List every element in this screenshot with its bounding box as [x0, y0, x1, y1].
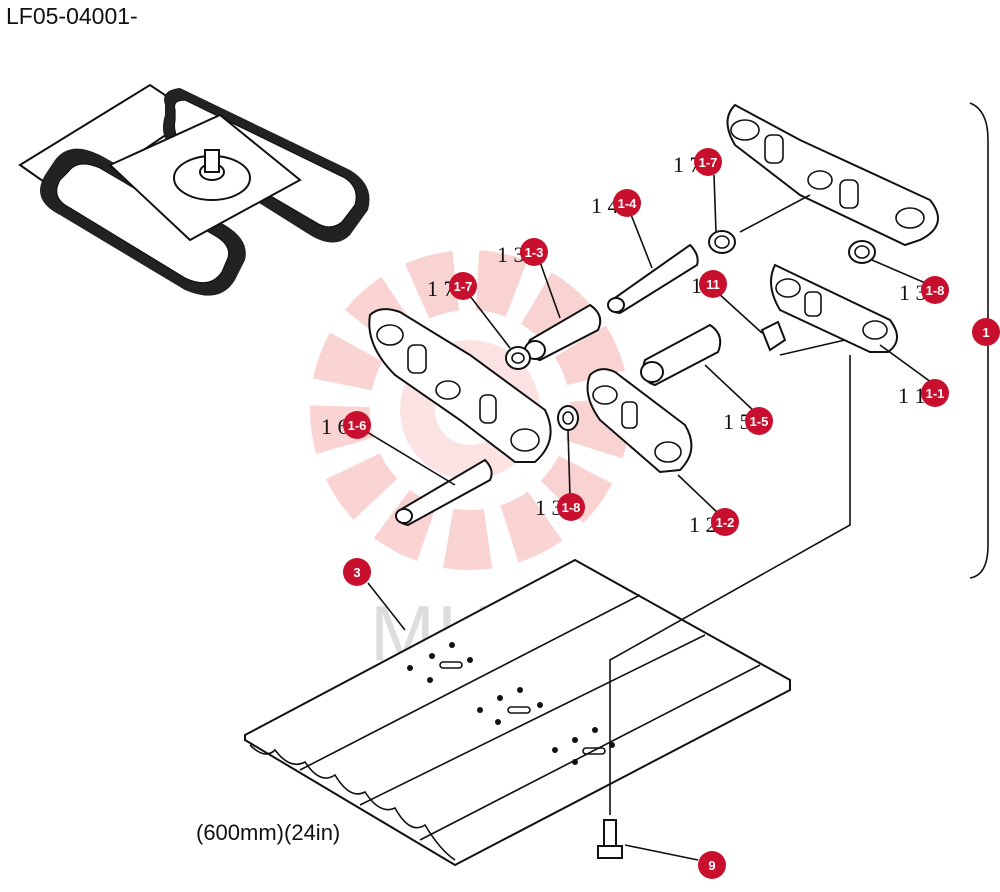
- svg-text:1-8: 1-8: [926, 283, 945, 298]
- svg-text:1 3: 1 3: [497, 242, 525, 267]
- seal-upper: [708, 230, 736, 254]
- seal-lower: [505, 346, 531, 370]
- callout-1-4[interactable]: 1-4: [613, 189, 641, 217]
- seal-right: [848, 240, 876, 264]
- svg-text:1-7: 1-7: [454, 279, 473, 294]
- svg-text:3: 3: [353, 565, 360, 580]
- callout-1-6[interactable]: 1-6: [343, 411, 371, 439]
- track-link-upper-right: [726, 103, 939, 247]
- svg-text:1: 1: [691, 273, 702, 298]
- callout-1-3[interactable]: 1-3: [520, 238, 548, 266]
- callout-1-8-lower[interactable]: 1-8: [557, 493, 585, 521]
- svg-text:1-3: 1-3: [525, 245, 544, 260]
- callout-3[interactable]: 3: [343, 558, 371, 586]
- svg-text:1-6: 1-6: [348, 418, 367, 433]
- svg-text:1-7: 1-7: [699, 155, 718, 170]
- track-link-left: [368, 308, 552, 463]
- nut: [760, 320, 787, 352]
- callout-1[interactable]: 1: [972, 318, 1000, 346]
- callout-1-7-lower[interactable]: 1-7: [449, 272, 477, 300]
- shoe-bolt: [597, 819, 623, 859]
- diagram-code: LF05-04001-: [6, 3, 138, 29]
- callout-1-5[interactable]: 1-5: [745, 407, 773, 435]
- shoe-width-label: (600mm)(24in): [196, 820, 341, 845]
- svg-text:11: 11: [706, 277, 720, 292]
- bushing-1-5: [640, 323, 722, 387]
- svg-text:1-1: 1-1: [926, 386, 945, 401]
- callout-1-1[interactable]: 1-1: [921, 379, 949, 407]
- pin-1-4: [607, 243, 699, 315]
- callout-9[interactable]: 9: [698, 851, 726, 879]
- svg-text:1-8: 1-8: [562, 500, 581, 515]
- pin-1-6: [395, 458, 493, 527]
- seal-bottom: [557, 405, 579, 431]
- track-link-right-small: [770, 263, 898, 353]
- svg-text:1-4: 1-4: [618, 196, 638, 211]
- excavator-undercarriage-illustration: [18, 83, 370, 296]
- callout-1-2[interactable]: 1-2: [711, 508, 739, 536]
- callout-1-8-right[interactable]: 1-8: [921, 276, 949, 304]
- svg-text:1-2: 1-2: [716, 515, 735, 530]
- callout-11[interactable]: 11: [699, 270, 727, 298]
- svg-text:1: 1: [982, 325, 989, 340]
- svg-text:9: 9: [708, 858, 715, 873]
- svg-text:1 1: 1 1: [898, 383, 926, 408]
- callout-1-7-upper[interactable]: 1-7: [694, 148, 722, 176]
- svg-text:1-5: 1-5: [750, 414, 769, 429]
- track-link-middle: [586, 368, 693, 474]
